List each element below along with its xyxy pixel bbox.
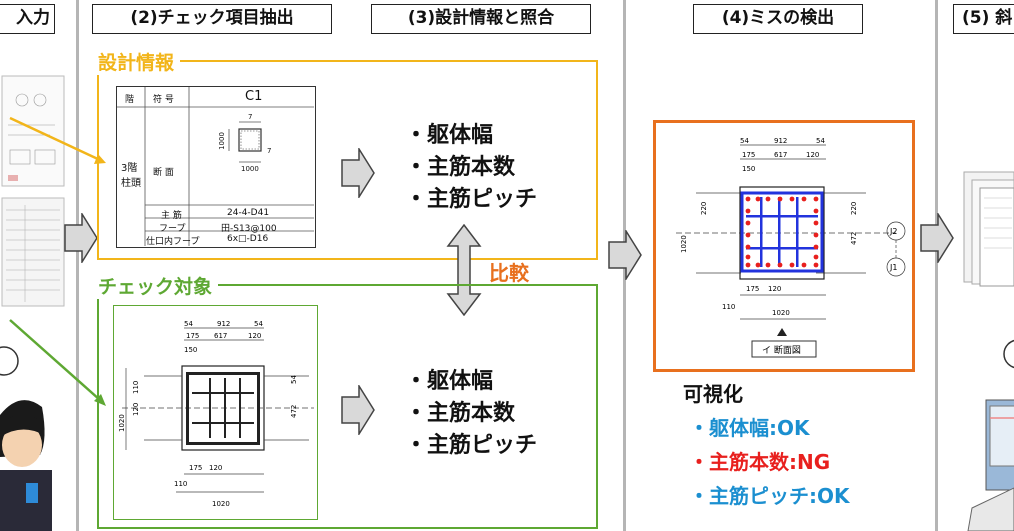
bullet-item: ・主筋ピッチ bbox=[405, 187, 538, 212]
result-width: ・躯体幅:OK bbox=[689, 416, 810, 440]
dim-label: 1020 bbox=[772, 309, 790, 317]
table-dim-right: 7 bbox=[267, 147, 272, 155]
dim-label: 110 bbox=[132, 381, 140, 394]
dim-label: 120 bbox=[132, 403, 140, 416]
dim-label: 220 bbox=[700, 202, 708, 215]
table-row-label: フープ bbox=[159, 224, 186, 234]
dim-label: 150 bbox=[742, 165, 755, 173]
arrow-target-to-bullets bbox=[341, 385, 375, 435]
separator bbox=[76, 0, 79, 531]
arrow-detect-to-output bbox=[920, 213, 954, 263]
dim-label: 912 bbox=[774, 137, 787, 145]
dim-label: 120 bbox=[806, 151, 819, 159]
output-documents bbox=[963, 171, 1014, 531]
input-documents bbox=[1, 75, 65, 307]
bullet-item: ・躯体幅 bbox=[405, 123, 494, 148]
dim-label: 120 bbox=[248, 332, 261, 340]
check-target-label: チェック対象 bbox=[92, 272, 219, 299]
check-drawing: 54 912 54 175 617 120 150 1020 110 120 5… bbox=[113, 305, 318, 520]
compare-double-arrow bbox=[446, 224, 482, 316]
separator bbox=[935, 0, 938, 531]
result-bar-pitch: ・主筋ピッチ:OK bbox=[689, 484, 850, 508]
table-header-floor: 階 bbox=[125, 95, 135, 105]
dim-label: 1020 bbox=[118, 414, 126, 432]
dim-label: 150 bbox=[184, 346, 197, 354]
dim-label: 472 bbox=[850, 232, 858, 245]
dim-label: 175 bbox=[189, 464, 202, 472]
dim-label: 617 bbox=[214, 332, 227, 340]
dim-label: 120 bbox=[209, 464, 222, 472]
compare-label: 比較 bbox=[489, 261, 529, 285]
bullet-item: ・主筋本数 bbox=[405, 401, 516, 426]
table-section: 断 面 bbox=[153, 168, 174, 178]
table-dim-side: 1000 bbox=[217, 132, 226, 150]
dim-label: 1020 bbox=[680, 235, 688, 253]
dim-label: 54 bbox=[290, 375, 298, 384]
step-header-output: (5) 斜 bbox=[953, 4, 1014, 34]
arrow-design-to-bullets bbox=[341, 148, 375, 198]
arrow-input-to-extract bbox=[64, 213, 98, 263]
table-row-label: 仕口内フープ bbox=[146, 237, 200, 247]
table-floor: 3階 柱頭 bbox=[121, 163, 141, 189]
dim-label: 472 bbox=[290, 405, 298, 418]
detection-result-frame: 54 912 54 175 617 120 150 1020 220 220 4… bbox=[653, 120, 915, 372]
dim-label: 617 bbox=[774, 151, 787, 159]
table-header-c1: C1 bbox=[245, 89, 263, 104]
grid-label-j1: J1 bbox=[889, 263, 897, 272]
dim-label: 54 bbox=[184, 320, 193, 328]
visualization-title: 可視化 bbox=[683, 382, 743, 406]
dim-label: 175 bbox=[746, 285, 759, 293]
result-bar-count: ・主筋本数:NG bbox=[689, 450, 831, 474]
design-table: 階 符 号 C1 3階 柱頭 断 面 7 1000 7 1000 主 筋 24-… bbox=[116, 86, 316, 248]
design-info-label: 設計情報 bbox=[92, 48, 181, 75]
table-row-label: 主 筋 bbox=[161, 211, 182, 221]
design-info-frame bbox=[97, 60, 598, 260]
table-dim-bottom: 1000 bbox=[241, 165, 259, 173]
dim-label: 110 bbox=[722, 303, 735, 311]
table-row-value: 田-S13@100 bbox=[221, 224, 277, 234]
bullet-item: ・躯体幅 bbox=[405, 369, 494, 394]
table-row-value: 6x□-D16 bbox=[227, 234, 269, 244]
dim-label: 110 bbox=[174, 480, 187, 488]
dim-label: 220 bbox=[850, 202, 858, 215]
person-illustration bbox=[0, 346, 52, 531]
bullet-item: ・主筋ピッチ bbox=[405, 433, 538, 458]
check-target-bullets: ・躯体幅 ・主筋本数 ・主筋ピッチ bbox=[405, 366, 537, 462]
table-dim-top: 7 bbox=[248, 113, 253, 121]
dim-label: 175 bbox=[742, 151, 755, 159]
dim-label: 54 bbox=[740, 137, 749, 145]
step-header-match: (3)設計情報と照合 bbox=[371, 4, 591, 34]
step-header-extract: (2)チェック項目抽出 bbox=[92, 4, 332, 34]
check-target-frame bbox=[97, 284, 598, 529]
bullet-item: ・主筋本数 bbox=[405, 155, 516, 180]
dim-label: 120 bbox=[768, 285, 781, 293]
dim-label: 912 bbox=[217, 320, 230, 328]
step-header-input: 入力 bbox=[0, 4, 55, 34]
dim-label: 54 bbox=[254, 320, 263, 328]
table-row-value: 24-4-D41 bbox=[227, 208, 270, 218]
table-header-code: 符 号 bbox=[153, 95, 174, 105]
dim-label: 54 bbox=[816, 137, 825, 145]
arrow-match-to-detect bbox=[608, 230, 642, 280]
dim-label: 175 bbox=[186, 332, 199, 340]
step-header-detect: (4)ミスの検出 bbox=[693, 4, 863, 34]
grid-label-j2: J2 bbox=[889, 227, 897, 236]
dim-label: 1020 bbox=[212, 500, 230, 508]
section-caption: イ 断面図 bbox=[762, 344, 801, 356]
design-info-bullets: ・躯体幅 ・主筋本数 ・主筋ピッチ bbox=[405, 120, 537, 216]
